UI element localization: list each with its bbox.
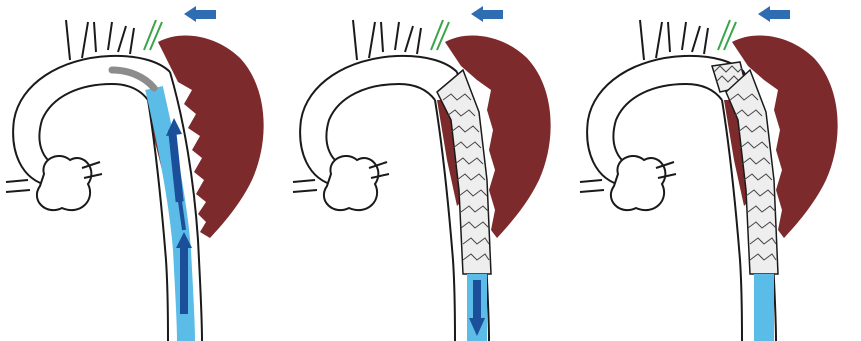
aortic-arch-outer <box>13 56 170 186</box>
left-arrow-icon <box>758 6 790 22</box>
aortic-branches <box>353 20 421 60</box>
panel-2-svg <box>287 0 574 341</box>
guidewire <box>718 20 736 50</box>
panel-stent-graft-deployed <box>287 0 574 341</box>
panel-stent-graft-extension <box>574 0 861 341</box>
left-arrow-icon <box>471 6 503 22</box>
guidewire <box>431 20 449 50</box>
aortic-arch-outer <box>300 56 457 186</box>
aortic-root <box>37 156 91 210</box>
guidewire <box>144 20 162 50</box>
panel-1-svg <box>0 0 287 341</box>
aortic-root <box>324 156 378 210</box>
panel-3-svg <box>574 0 861 341</box>
aortic-branches <box>640 20 708 60</box>
aortic-branches <box>66 20 134 60</box>
delivery-sheath <box>754 274 774 341</box>
aortic-root <box>611 156 665 210</box>
panel-catheter-advanced <box>0 0 287 341</box>
left-arrow-icon <box>184 6 216 22</box>
stent-graft <box>726 70 778 274</box>
